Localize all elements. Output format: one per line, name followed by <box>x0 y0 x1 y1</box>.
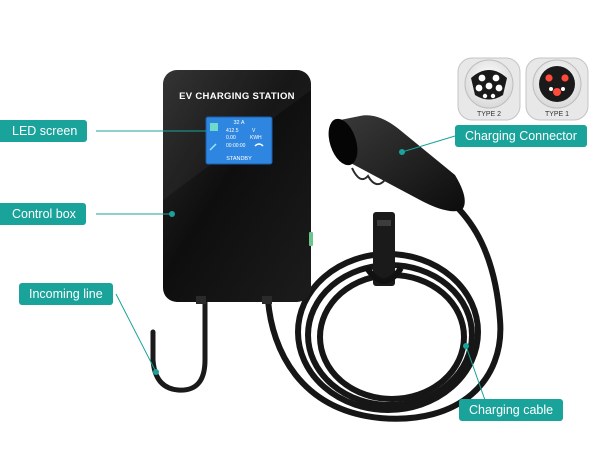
callout-lines <box>96 130 487 404</box>
type1-socket <box>525 57 589 121</box>
led-screen <box>205 116 273 165</box>
charging-connector-plug <box>328 115 465 212</box>
callout-charging-connector: Charging Connector <box>455 125 587 147</box>
wall-bracket <box>364 212 404 286</box>
type2-socket <box>457 57 521 121</box>
screen-voltage: 412.5 <box>226 128 239 134</box>
callout-led-screen: LED screen <box>0 120 88 142</box>
callout-control-box-text: Control box <box>12 207 76 221</box>
screen-status: STANDBY <box>226 156 252 162</box>
callout-incoming-line: Incoming line <box>19 283 113 305</box>
screen-voltage-unit: V <box>252 128 256 134</box>
charger-body <box>163 70 313 304</box>
callout-charging-connector-text: Charging Connector <box>465 129 577 143</box>
callout-charging-cable: Charging cable <box>459 399 564 421</box>
device-title: EV CHARGING STATION <box>179 91 295 102</box>
screen-current: 32 A <box>233 120 244 126</box>
screen-energy-unit: KWH <box>250 135 262 141</box>
screen-energy: 0.00 <box>226 135 236 141</box>
callout-charging-cable-text: Charging cable <box>469 403 554 417</box>
callout-led-screen-text: LED screen <box>12 124 78 138</box>
incoming-line-cable <box>150 297 208 393</box>
callout-dots <box>153 149 469 375</box>
callout-control-box: Control box <box>0 203 86 225</box>
screen-time: 00:00:00 <box>226 143 246 149</box>
type2-label: TYPE 2 <box>477 111 501 118</box>
callout-incoming-line-text: Incoming line <box>29 287 103 301</box>
type1-label: TYPE 1 <box>545 111 569 118</box>
